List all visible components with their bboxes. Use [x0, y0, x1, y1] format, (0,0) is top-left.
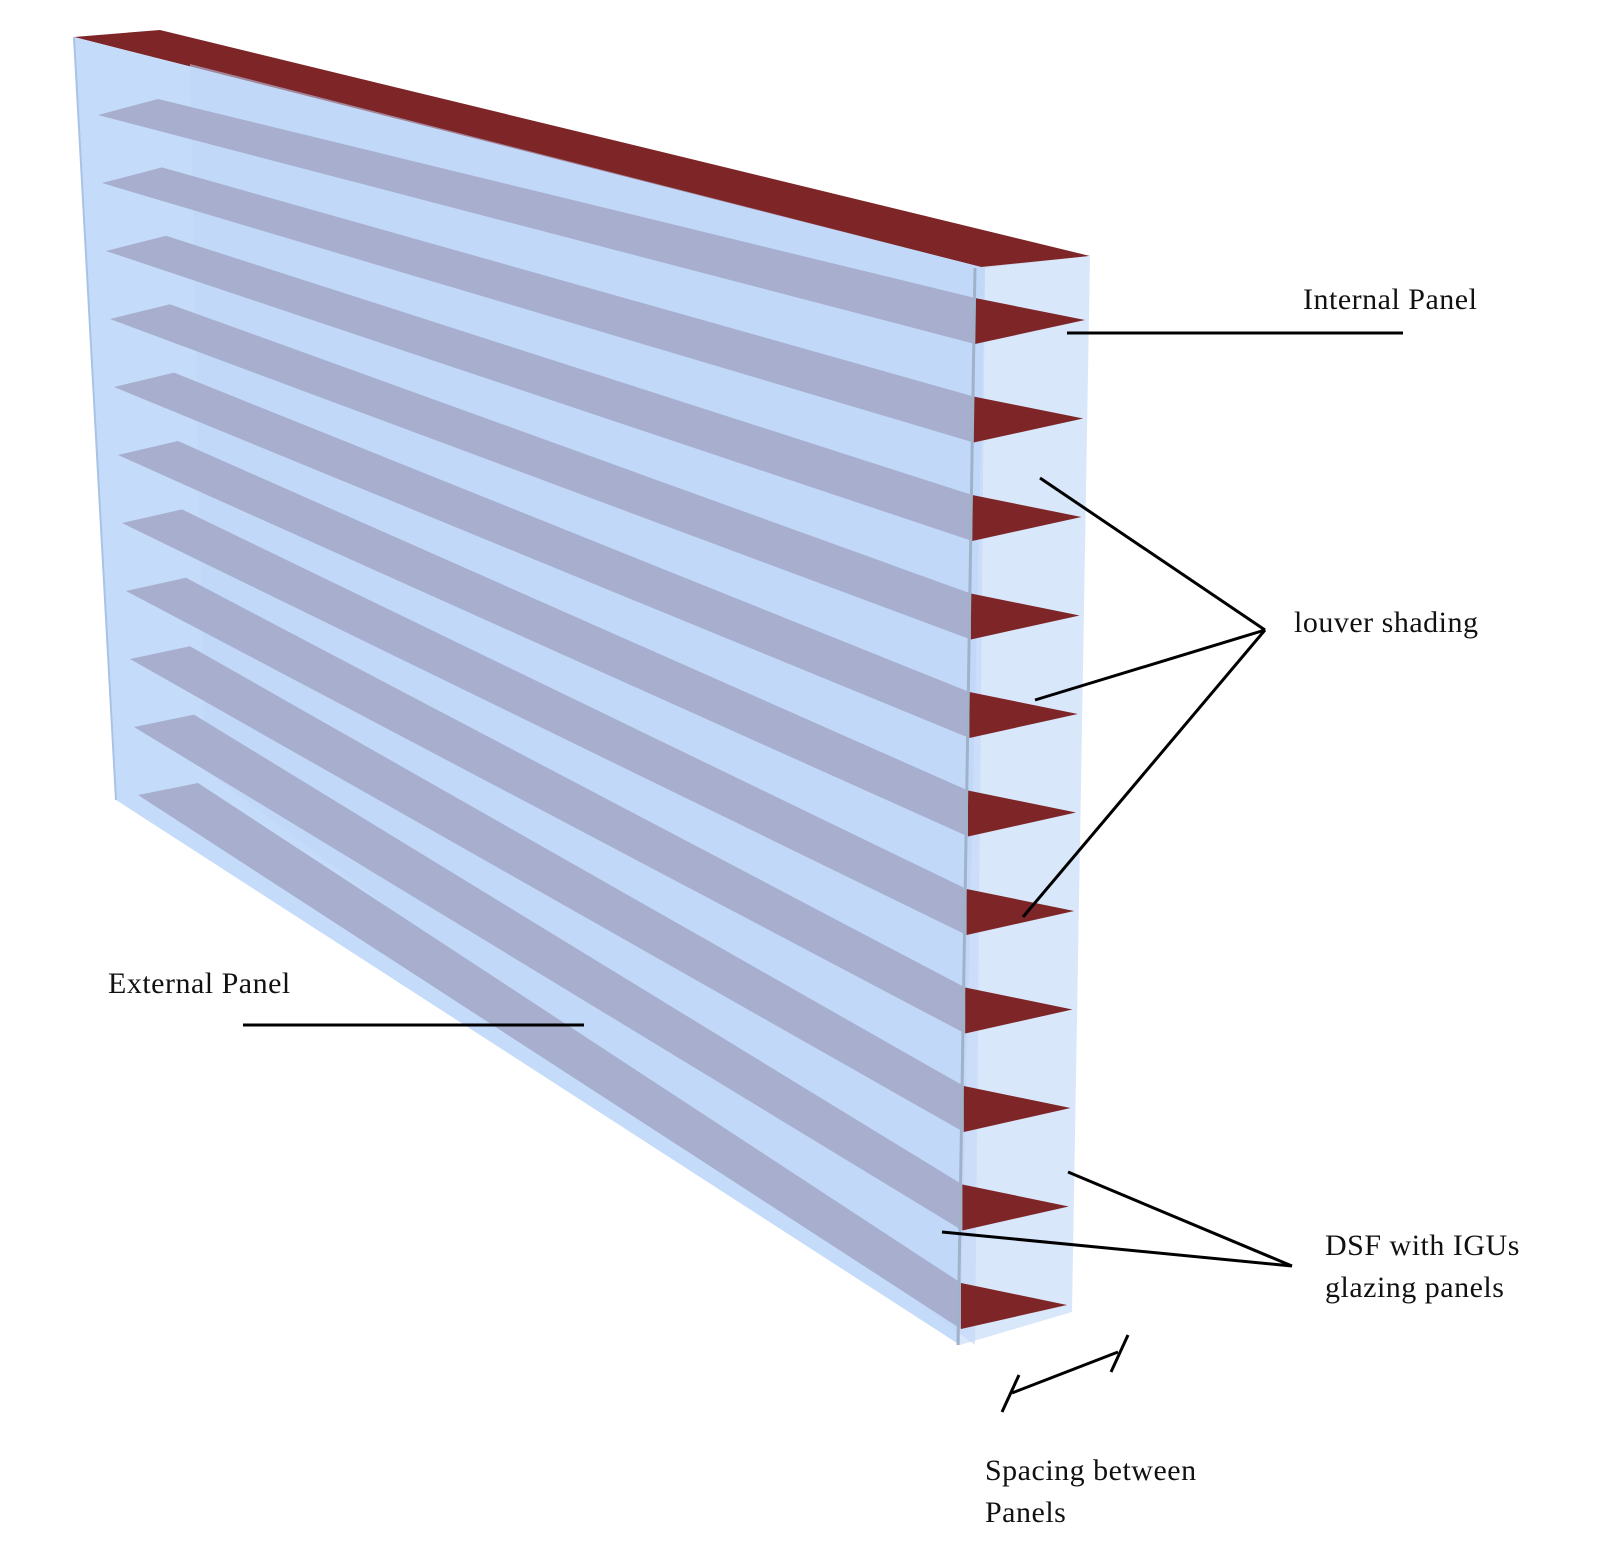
labels: Internal Panel louver shading External P…	[108, 283, 1520, 1529]
louver-section	[961, 1283, 1067, 1329]
internal-panel-label: Internal Panel	[1303, 283, 1477, 316]
louver-slat	[134, 714, 963, 1231]
louver-section	[965, 987, 1073, 1034]
dsf-label-line1: DSF with IGUs	[1325, 1229, 1520, 1262]
louver-section	[975, 298, 1085, 344]
louver-section	[968, 790, 1076, 837]
louver-section	[963, 1086, 1071, 1132]
top-edge-section	[74, 30, 1090, 268]
louver-leader-2	[1034, 628, 1266, 702]
louver-slat	[118, 441, 968, 837]
louver-slat	[114, 372, 970, 738]
louver-leader-3	[1021, 629, 1267, 918]
spacing-label-line2: Panels	[985, 1496, 1066, 1529]
left-edge-line	[73, 36, 117, 801]
louver-section	[973, 396, 1084, 443]
louver-sections	[961, 298, 1085, 1329]
panel-edge-line	[956, 267, 977, 1346]
spacing-label-line1: Spacing between	[985, 1454, 1197, 1487]
louver-slats	[98, 99, 975, 1329]
leader-lines	[243, 331, 1403, 1413]
spacing-tick-right	[1109, 1334, 1130, 1373]
spacing-tick-left	[1000, 1374, 1021, 1413]
louver-slat	[110, 304, 971, 640]
louver-slat	[122, 509, 967, 935]
louver-leader-1	[1039, 476, 1266, 632]
louver-section	[962, 1184, 1069, 1231]
spacing-dimension-line	[1011, 1350, 1119, 1395]
louver-section	[970, 593, 1080, 640]
louver-slat	[102, 167, 974, 443]
louver-slat	[98, 99, 975, 344]
dsf-leader-2	[941, 1230, 1293, 1268]
louver-section	[972, 495, 1082, 541]
louver-slat	[130, 646, 964, 1132]
louver-section	[966, 889, 1075, 935]
louver-section	[969, 692, 1078, 738]
facade-model	[73, 30, 1090, 1346]
external-panel-label: External Panel	[108, 967, 291, 1000]
louver-slat	[106, 235, 973, 542]
louver-slat	[138, 783, 961, 1329]
louver-shading-label: louver shading	[1294, 606, 1478, 639]
dsf-label-line2: glazing panels	[1325, 1271, 1504, 1304]
louver-slat	[126, 577, 966, 1034]
dsf-leader-1	[1067, 1170, 1293, 1268]
